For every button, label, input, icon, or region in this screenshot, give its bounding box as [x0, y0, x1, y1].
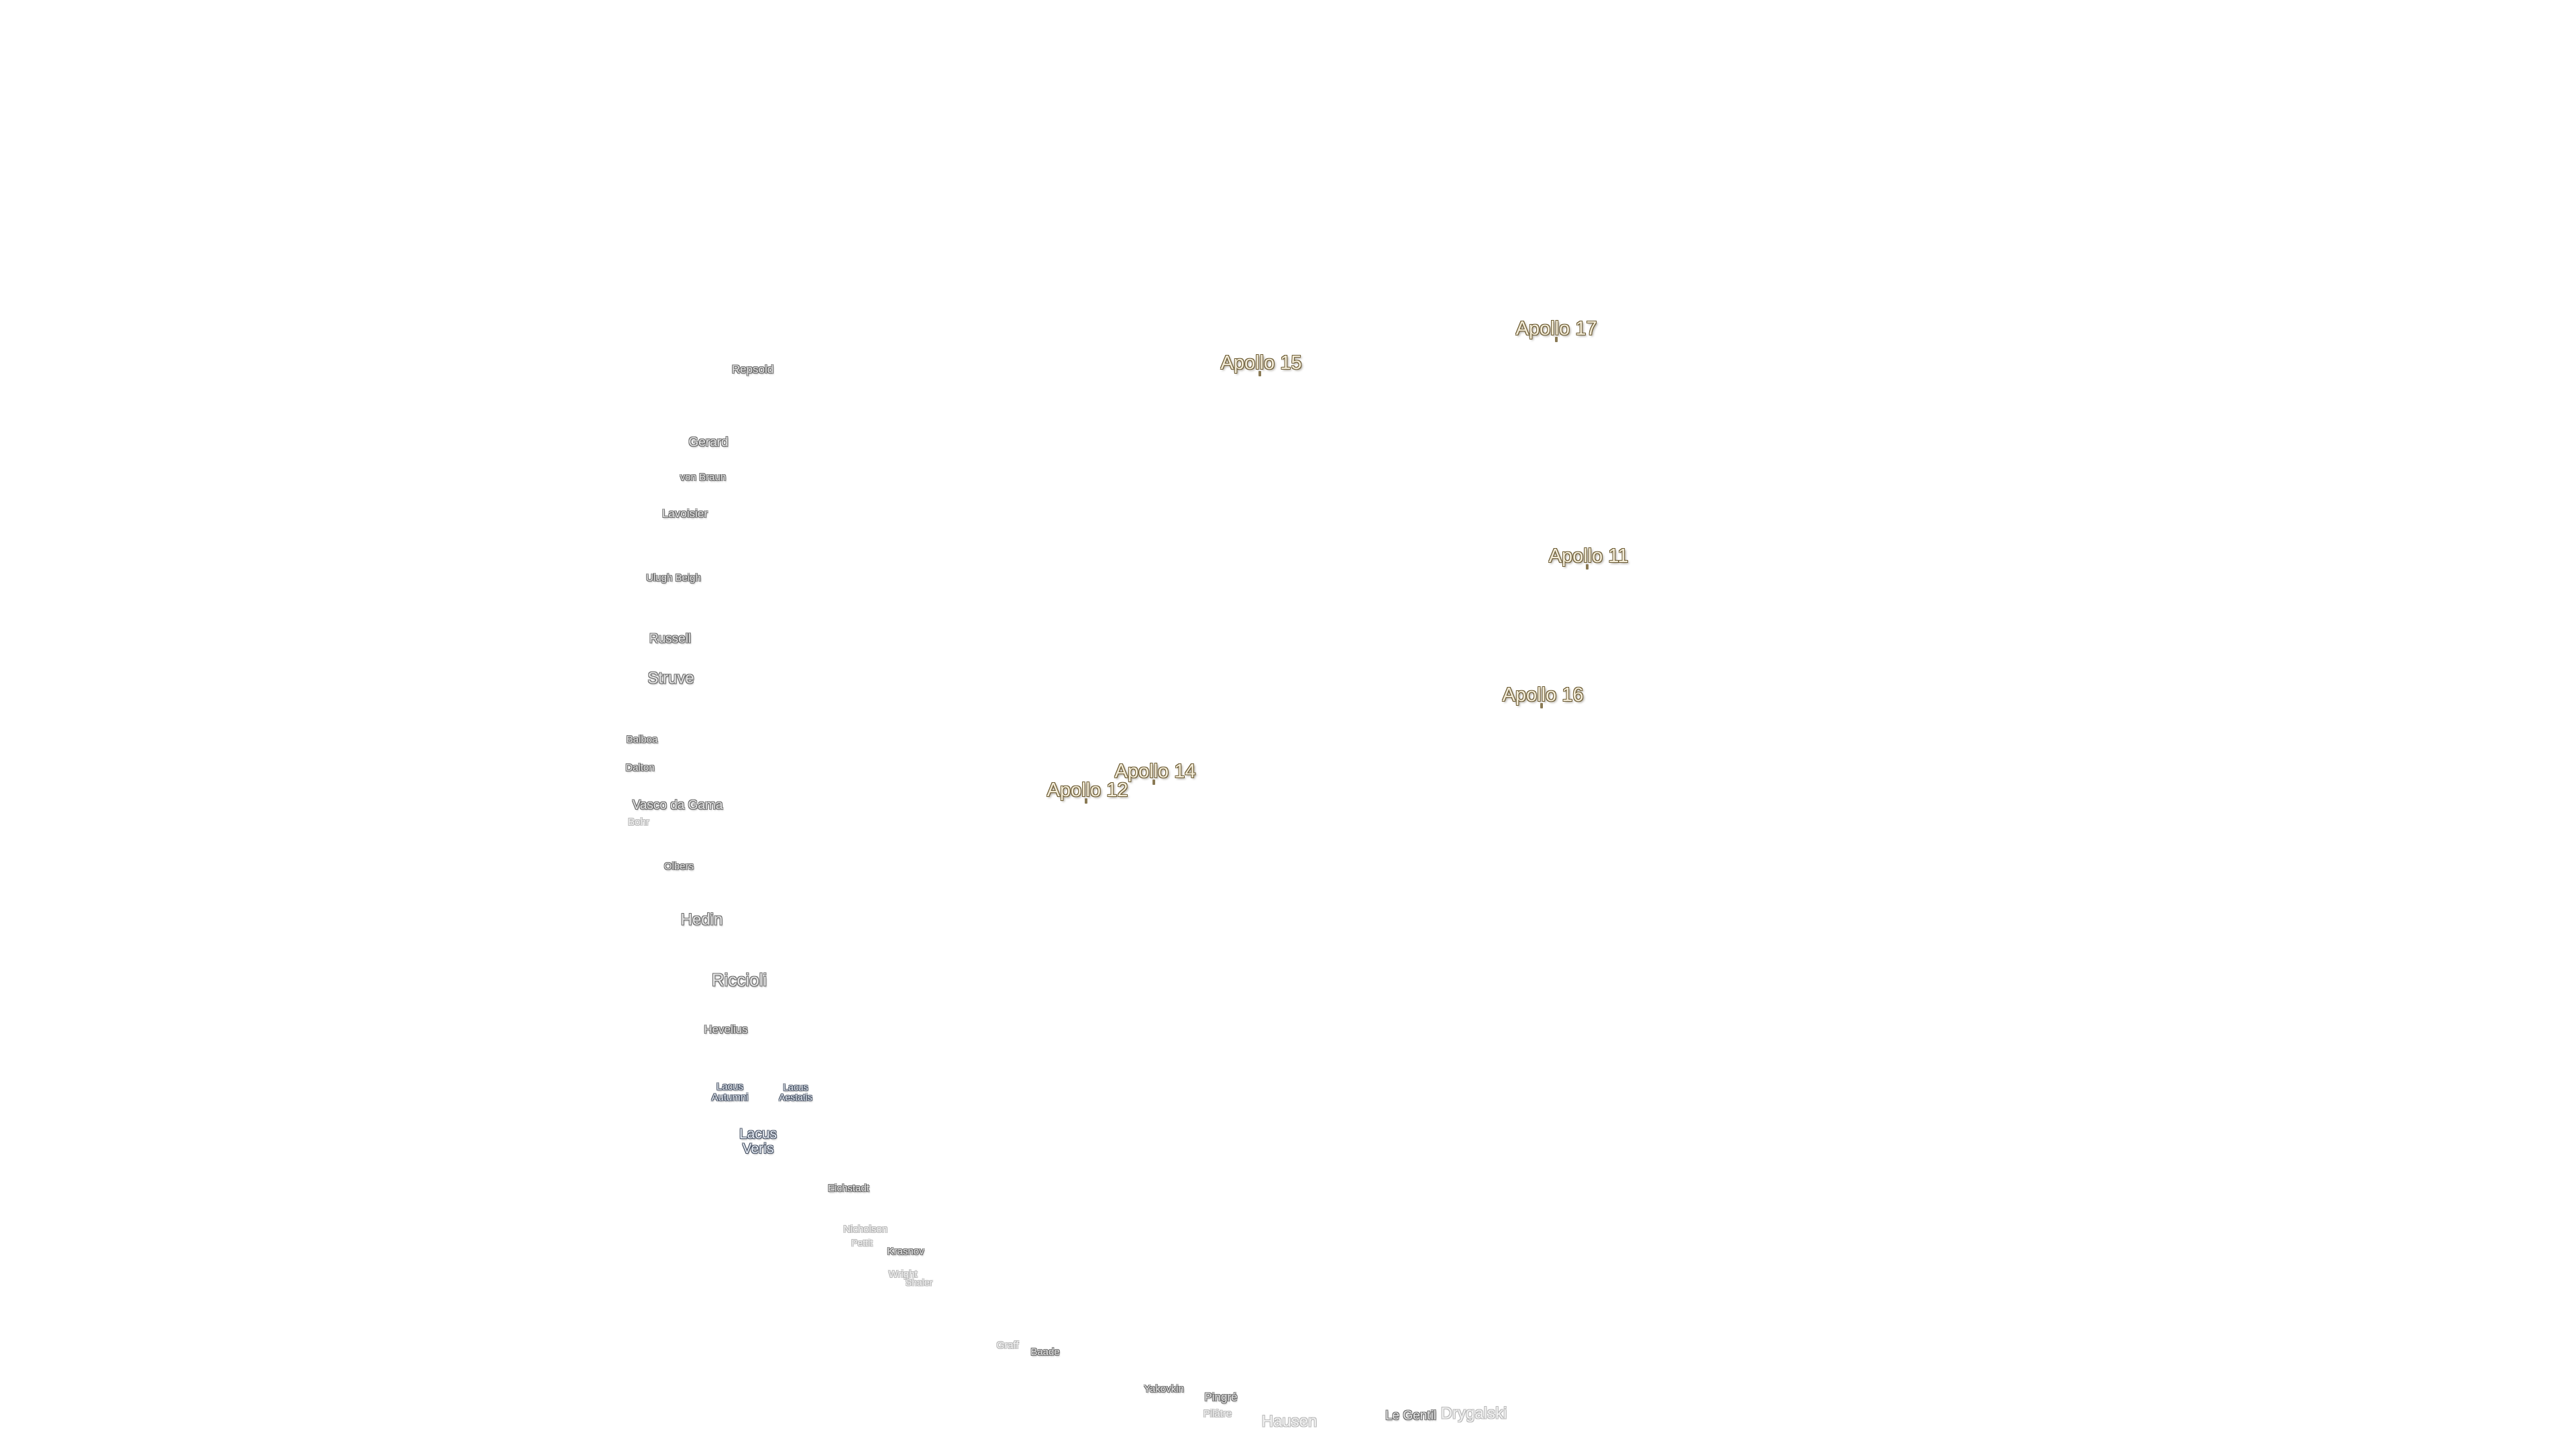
apollo-11-marker[interactable]	[1586, 564, 1589, 570]
crater-label-nicholson[interactable]: Nicholson	[843, 1224, 888, 1236]
crater-label-shaler[interactable]: Shaler	[905, 1277, 933, 1288]
apollo-17-label[interactable]: Apollo 17	[1515, 317, 1597, 339]
lake-label-line-2: Autumni	[711, 1091, 749, 1103]
apollo-11-label[interactable]: Apollo 11	[1548, 545, 1629, 567]
apollo-15-label[interactable]: Apollo 15	[1220, 352, 1302, 374]
crater-label-riccioli[interactable]: Riccioli	[711, 969, 767, 990]
crater-label-struve[interactable]: Struve	[647, 669, 694, 688]
apollo-16-marker[interactable]	[1540, 703, 1543, 708]
crater-label-russell[interactable]: Russell	[649, 632, 692, 647]
lake-label-line-1: Lacus	[739, 1126, 777, 1142]
lake-label-lacus-aestatis[interactable]: Lacus Aestatis	[779, 1082, 812, 1102]
lake-label-line-1: Lacus	[783, 1081, 808, 1093]
crater-label-pilatre[interactable]: Pilâtre	[1203, 1408, 1232, 1420]
apollo-15-marker[interactable]	[1258, 371, 1261, 376]
crater-label-graff[interactable]: Graff	[996, 1340, 1019, 1352]
crater-label-bohr[interactable]: Bohr	[628, 816, 649, 828]
crater-label-pettit[interactable]: Pettit	[851, 1237, 873, 1248]
apollo-12-label[interactable]: Apollo 12	[1046, 779, 1128, 801]
crater-label-ulugh-beigh[interactable]: Ulugh Beigh	[646, 572, 701, 584]
crater-label-balboa[interactable]: Balboa	[626, 734, 658, 746]
apollo-17-marker[interactable]	[1555, 337, 1558, 342]
apollo-12-marker[interactable]	[1085, 798, 1087, 804]
crater-label-krasnov[interactable]: Krasnov	[887, 1246, 924, 1258]
crater-label-von-braun[interactable]: von Braun	[680, 472, 727, 484]
crater-label-baade[interactable]: Baade	[1030, 1346, 1060, 1358]
crater-label-hevelius[interactable]: Hevelius	[704, 1023, 748, 1036]
lake-label-line-2: Veris	[742, 1141, 774, 1157]
apollo-14-marker[interactable]	[1152, 780, 1155, 785]
crater-label-gerard[interactable]: Gerard	[688, 435, 729, 450]
lake-label-line-2: Aestatis	[779, 1091, 812, 1102]
crater-label-le-gentil[interactable]: Le Gentil	[1385, 1409, 1437, 1424]
lake-label-line-1: Lacus	[716, 1081, 744, 1093]
crater-label-yakovkin[interactable]: Yakovkin	[1144, 1383, 1184, 1395]
crater-label-repsold[interactable]: Repsold	[731, 363, 774, 376]
lake-label-lacus-veris[interactable]: Lacus Veris	[739, 1126, 777, 1157]
apollo-16-label[interactable]: Apollo 16	[1502, 684, 1584, 706]
crater-label-olbers[interactable]: Olbers	[663, 861, 694, 873]
crater-label-drygalski[interactable]: Drygalski	[1440, 1404, 1507, 1423]
crater-label-dalton[interactable]: Dalton	[625, 762, 655, 774]
crater-label-eichstadt[interactable]: Eichstadt	[828, 1183, 869, 1195]
crater-label-lavoisier[interactable]: Lavoisier	[661, 507, 708, 521]
crater-label-pingre[interactable]: Pingré	[1204, 1391, 1238, 1404]
crater-label-vasco-da-gama[interactable]: Vasco da Gama	[632, 798, 723, 813]
crater-label-wright[interactable]: Wright	[888, 1269, 918, 1281]
crater-label-hedin[interactable]: Hedin	[680, 910, 723, 929]
lake-label-lacus-autumni[interactable]: Lacus Autumni	[711, 1081, 748, 1103]
apollo-14-label[interactable]: Apollo 14	[1114, 760, 1196, 782]
crater-label-hausen[interactable]: Hausen	[1261, 1412, 1318, 1431]
